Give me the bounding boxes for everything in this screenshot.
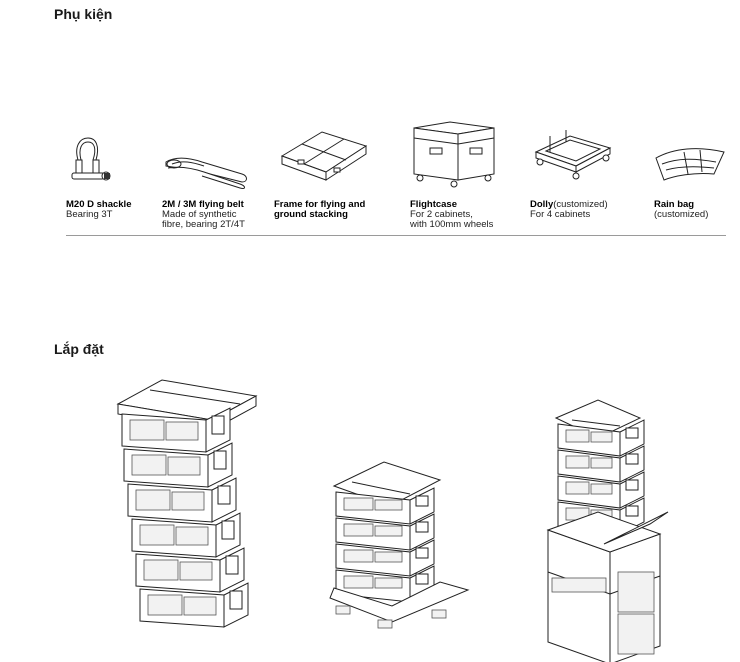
accessory-shackle: M20 D shackle Bearing 3T xyxy=(66,118,156,234)
cabinet-handle xyxy=(217,485,231,505)
accessory-frame: Frame for flying and ground stacking xyxy=(274,118,404,234)
cabinet-grille xyxy=(590,431,613,443)
cabinet-handle xyxy=(415,573,429,585)
cabinet-handle xyxy=(225,555,239,575)
accessory-desc: Made of synthetic xyxy=(162,209,237,220)
shackle-icon xyxy=(66,118,126,196)
accessory-title: Flightcase xyxy=(410,199,457,210)
cabinet-grille xyxy=(139,524,175,546)
cabinet-grille xyxy=(343,549,374,563)
cabinet-handle xyxy=(415,521,429,533)
cabinet-grille xyxy=(147,594,183,616)
accessory-title: 2M / 3M flying belt xyxy=(162,199,244,210)
cabinet-grille xyxy=(131,454,167,476)
cabinet-handle xyxy=(415,495,429,507)
cabinet-grille xyxy=(565,429,590,443)
cabinet-handle xyxy=(221,520,235,540)
cabinet-grille xyxy=(565,481,590,495)
cabinet-handle xyxy=(415,547,429,559)
installation-heading: Lắp đặt xyxy=(54,341,104,357)
rain-bag-icon xyxy=(654,118,734,196)
cabinet-handle xyxy=(625,453,639,465)
cabinet-handle xyxy=(213,450,227,470)
accessory-title: M20 D shackle xyxy=(66,199,132,210)
accessory-rain-bag: Rain bag (customized) xyxy=(654,118,734,234)
accessory-title-line2: ground stacking xyxy=(274,209,348,220)
cabinet-grille xyxy=(171,491,205,511)
cabinet-grille xyxy=(143,559,179,581)
cabinet-grille xyxy=(135,489,171,511)
accessory-desc: fibre, bearing 2T/4T xyxy=(162,219,245,230)
flown-array-icon xyxy=(116,379,258,628)
cabinet-grille xyxy=(565,455,590,469)
cabinet-grille xyxy=(374,577,403,589)
cabinet-grille xyxy=(374,551,403,563)
cabinet-grille xyxy=(129,419,165,441)
cabinet-handle xyxy=(229,590,243,610)
accessories-heading: Phụ kiện xyxy=(54,6,113,22)
cabinet-grille xyxy=(590,457,613,469)
cabinet-grille xyxy=(167,456,201,476)
cabinet-grille xyxy=(175,526,209,546)
flying-belt-icon xyxy=(162,118,257,196)
cabinet-grille xyxy=(183,596,217,616)
cabinet-handle xyxy=(211,415,225,435)
accessory-desc: For 2 cabinets, xyxy=(410,209,473,220)
sub-stack-icon xyxy=(546,399,669,662)
ground-stack-icon xyxy=(329,461,470,629)
accessory-title: Frame for flying and xyxy=(274,199,366,210)
cabinet-grille xyxy=(343,497,374,511)
accessory-desc: with 100mm wheels xyxy=(410,219,494,230)
accessories-divider xyxy=(66,235,726,236)
accessory-dolly: Dolly(customized) For 4 cabinets xyxy=(530,118,650,234)
accessory-flightcase: Flightcase For 2 cabinets, with 100mm wh… xyxy=(410,118,530,234)
cabinet-grille xyxy=(343,523,374,537)
accessory-flying-belt: 2M / 3M flying belt Made of synthetic fi… xyxy=(162,118,272,234)
cabinet-grille xyxy=(343,575,374,589)
accessory-desc: For 4 cabinets xyxy=(530,209,591,220)
cabinet-handle xyxy=(625,479,639,491)
accessory-desc: Bearing 3T xyxy=(66,209,113,220)
cabinet-grille xyxy=(374,499,403,511)
accessory-desc: (customized) xyxy=(654,209,709,220)
accessory-title: Rain bag xyxy=(654,199,695,210)
cabinet-grille xyxy=(374,525,403,537)
cabinet-handle xyxy=(625,505,639,517)
flightcase-icon xyxy=(410,118,500,196)
cabinet-grille xyxy=(165,421,199,441)
dolly-icon xyxy=(530,118,620,196)
accessories-row: M20 D shackle Bearing 3T 2M / 3M flying … xyxy=(66,118,726,238)
cabinet-grille xyxy=(590,483,613,495)
cabinet-handle xyxy=(625,427,639,439)
accessory-title: Dolly xyxy=(530,199,554,210)
frame-icon xyxy=(274,118,374,196)
cabinet-grille xyxy=(179,561,213,581)
accessory-title-suffix: (customized) xyxy=(553,199,608,210)
